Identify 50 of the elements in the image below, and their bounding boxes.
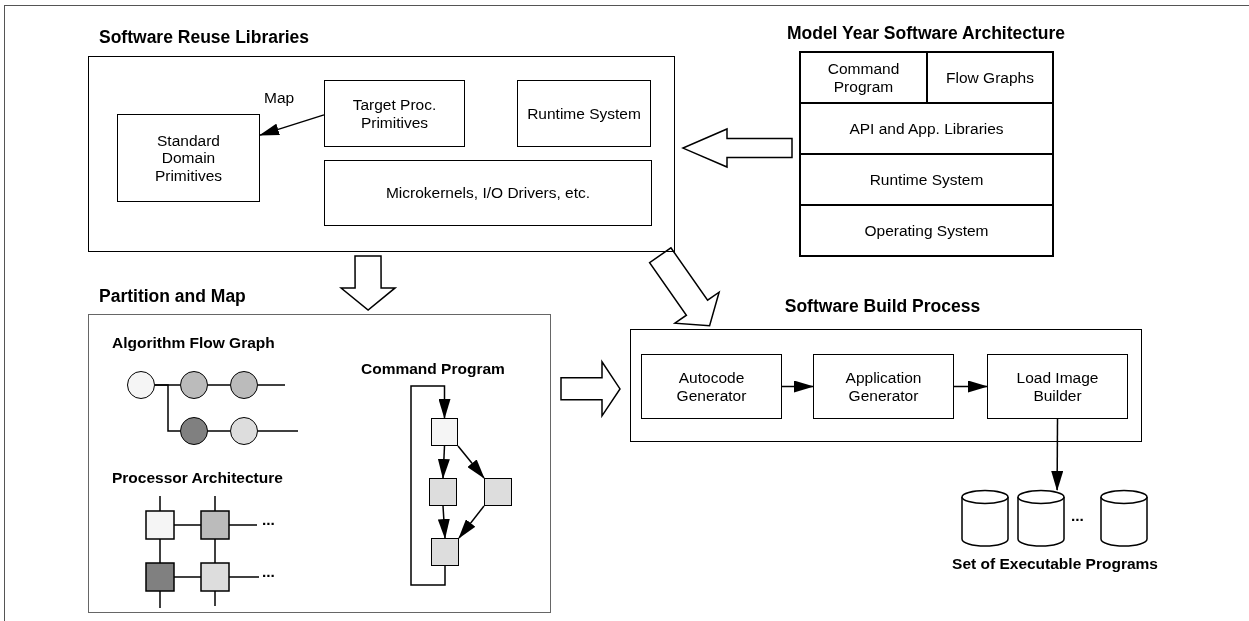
arrow (953, 380, 988, 393)
section-heading: Software Reuse Libraries (99, 26, 311, 48)
task-square (431, 418, 458, 446)
block-arrow (681, 127, 793, 169)
graph-node-circle (230, 417, 258, 445)
stack-layer: Flow Graphs (927, 52, 1053, 103)
block-arrow (648, 246, 721, 327)
connector-line (207, 430, 231, 432)
arrow (1051, 418, 1064, 491)
ellipsis: ... (262, 562, 275, 582)
process-box: Load Image Builder (987, 354, 1128, 419)
process-box: Autocode Generator (641, 354, 782, 419)
connector-line (207, 384, 231, 386)
stack-layer: Runtime System (800, 154, 1053, 205)
graph-node-circle (180, 417, 208, 445)
block-arrow (339, 255, 398, 311)
block-arrow (560, 359, 621, 419)
ellipsis: ... (1071, 506, 1084, 526)
connector-line (154, 384, 181, 432)
process-box: Standard Domain Primitives (117, 114, 260, 202)
arrow (410, 385, 451, 586)
section-heading: Model Year Software Architecture (785, 22, 1067, 44)
arrow (437, 505, 450, 539)
graph-node-circle (230, 371, 258, 399)
process-box: Runtime System (517, 80, 651, 147)
section-heading: Partition and Map (99, 285, 247, 307)
arrow (457, 445, 485, 479)
process-box: Target Proc. Primitives (324, 80, 465, 147)
graph-node-circle (180, 371, 208, 399)
ellipsis: ... (262, 510, 275, 530)
arrow (259, 114, 325, 136)
task-square (484, 478, 512, 506)
sub-heading: Algorithm Flow Graph (112, 333, 275, 353)
arrow (781, 380, 814, 393)
task-square (429, 478, 457, 506)
stack-layer: Command Program (800, 52, 927, 103)
section-heading: Software Build Process (783, 295, 982, 317)
connector-line (257, 430, 299, 432)
sub-heading: Command Program (361, 359, 505, 379)
task-square (431, 538, 459, 566)
process-box: Microkernels, I/O Drivers, etc. (324, 160, 652, 226)
caption-text: Set of Executable Programs (951, 554, 1159, 574)
process-box: Application Generator (813, 354, 954, 419)
stack-layer: Operating System (800, 205, 1053, 256)
graph-node-circle (127, 371, 155, 399)
stack-layer: API and App. Libraries (800, 103, 1053, 154)
sub-heading: Processor Architecture (112, 468, 283, 488)
connector-line (257, 384, 286, 386)
arrow (458, 505, 485, 539)
arrow (437, 445, 450, 479)
